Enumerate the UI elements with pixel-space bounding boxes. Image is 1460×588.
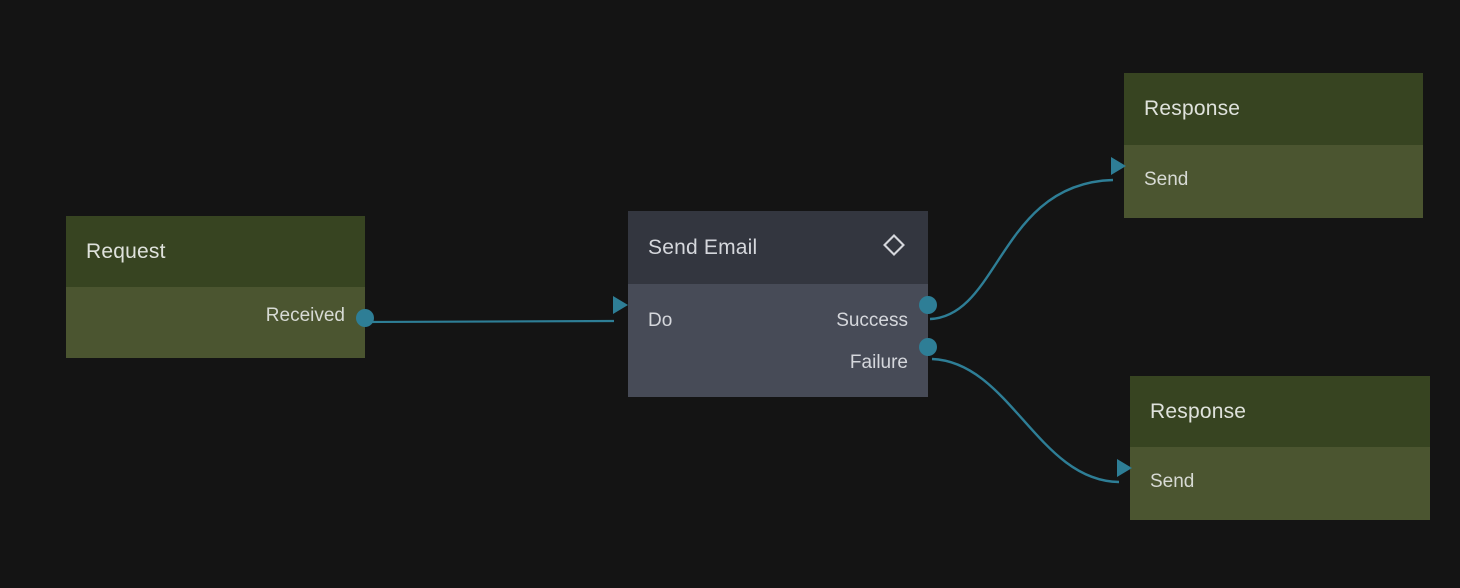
output-port-success[interactable] — [919, 296, 937, 314]
port-label-response-failure-send: Send — [1150, 471, 1195, 492]
node-response-success-title: Response — [1144, 97, 1241, 120]
node-response-failure-header[interactable]: Response — [1130, 376, 1430, 447]
port-row-request-received[interactable]: Received — [66, 295, 365, 337]
node-request-header[interactable]: Request — [66, 216, 365, 287]
port-row-send-email-failure[interactable]: Failure — [628, 342, 928, 384]
connection-received-to-do — [366, 319, 615, 324]
node-request-title: Request — [86, 239, 166, 263]
node-response-success[interactable]: Response Send — [1111, 73, 1423, 218]
node-send-email-title: Send Email — [648, 235, 758, 259]
node-send-email-header[interactable]: Send Email — [628, 211, 928, 284]
port-row-response-failure-send[interactable]: Send — [1130, 461, 1430, 503]
node-response-failure[interactable]: Response Send — [1117, 376, 1430, 520]
port-label-failure: Failure — [849, 352, 908, 373]
node-response-success-header[interactable]: Response — [1124, 73, 1423, 145]
output-port-received[interactable] — [356, 309, 374, 327]
port-label-success-wrap[interactable]: Success — [816, 300, 928, 342]
node-response-failure-title: Response — [1150, 399, 1247, 423]
node-response-success-body: Send — [1111, 145, 1423, 218]
output-port-failure[interactable] — [919, 338, 937, 356]
node-request[interactable]: Request Received — [66, 216, 374, 358]
port-row-response-success-send[interactable]: Send — [1124, 159, 1423, 201]
connection-success-to-send — [929, 178, 1114, 321]
diamond-icon — [880, 231, 908, 265]
node-send-email[interactable]: Send Email Do Success Failure — [613, 211, 937, 397]
port-label-success: Success — [836, 310, 908, 331]
node-request-body: Received — [66, 287, 374, 358]
input-port-response-success-send[interactable] — [1111, 157, 1126, 175]
node-response-failure-body: Send — [1117, 447, 1430, 520]
port-label-response-success-send: Send — [1144, 169, 1189, 190]
node-send-email-body: Do Success Failure — [613, 284, 937, 397]
port-label-request-received: Received — [265, 305, 345, 326]
connection-failure-to-send — [931, 357, 1120, 484]
input-port-response-failure-send[interactable] — [1117, 459, 1132, 477]
port-row-send-email-do[interactable]: Do Success — [628, 300, 928, 342]
input-port-do[interactable] — [613, 296, 628, 314]
port-label-do: Do — [648, 310, 673, 331]
